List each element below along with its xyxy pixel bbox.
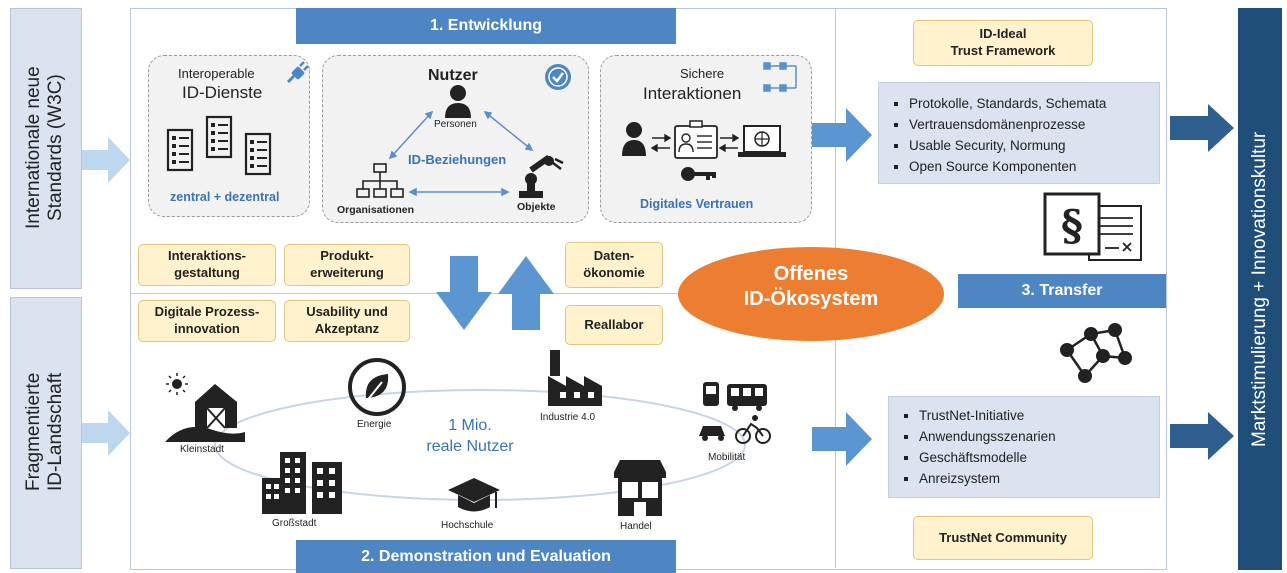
organization-chart-icon: [356, 163, 404, 198]
transfer-arrow-bottom: [812, 412, 872, 466]
right-arrow-bottom: [1170, 412, 1234, 460]
id-dienste-title: ID-Dienste: [182, 83, 263, 102]
industrie-label: Industrie 4.0: [540, 412, 596, 423]
transfer-list-top: Protokolle, Standards, Schemata Vertraue…: [878, 82, 1160, 184]
person-icon: [445, 85, 471, 118]
fragmented-label: Fragmentierte ID-Landschaft: [23, 372, 66, 492]
fragmented-box: [10, 297, 82, 569]
secure-interaction-icon: [622, 120, 786, 181]
documents-icon: [166, 115, 272, 176]
theme-produkterweiterung: Produkt- erweiterung: [284, 244, 410, 286]
grossstadt-label: Großstadt: [272, 518, 317, 529]
down-arrow: [436, 256, 492, 330]
up-arrow: [498, 256, 554, 330]
network-icon: [1060, 323, 1132, 383]
standards-box: [10, 8, 82, 289]
interaktionen-title: Interaktionen: [643, 84, 742, 103]
nutzer-box: [322, 55, 589, 223]
transfer-arrow-top: [812, 108, 872, 162]
id-ideal-box: ID-Ideal Trust Framework: [913, 20, 1093, 66]
market-label: Marktstimulierung + Innovationskultur: [1249, 131, 1271, 447]
theme-usability: Usability und Akzeptanz: [284, 300, 410, 342]
city-icon: [262, 452, 342, 514]
list-item: Usable Security, Normung: [909, 135, 1159, 156]
id-dienste-box: [148, 55, 310, 217]
relations-arrows: [388, 110, 534, 197]
ecosystem-title: Offenes ID-Ökosystem: [743, 263, 879, 310]
id-beziehungen-label: ID-Beziehungen: [408, 152, 507, 167]
list-item: Anwendungsszenarien: [919, 426, 1159, 447]
farm-icon: [165, 373, 245, 442]
process-flow-icon: [763, 62, 797, 92]
list-item: Vertrauensdomänenprozesse: [909, 114, 1159, 135]
svg-text:§: §: [1061, 201, 1083, 250]
trustnet-community-box: TrustNet Community: [913, 516, 1093, 560]
list-item: Protokolle, Standards, Schemata: [909, 93, 1159, 114]
right-arrow-top: [1170, 104, 1234, 152]
graduation-cap-icon: [448, 478, 500, 512]
interaktionen-subtitle: Digitales Vertrauen: [640, 197, 754, 211]
handel-label: Handel: [620, 521, 652, 532]
transfer-header: 3. Transfer: [958, 274, 1166, 308]
left-arrow-top: [82, 137, 130, 183]
left-arrow-bottom: [82, 410, 130, 456]
list-item: Open Source Komponenten: [909, 156, 1159, 177]
theme-interaktionsgestaltung: Interaktions- gestaltung: [138, 244, 276, 286]
market-bar: [1238, 8, 1282, 570]
hochschule-label: Hochschule: [441, 520, 494, 531]
kleinstadt-label: Kleinstadt: [180, 444, 224, 455]
theme-reallabor: Reallabor: [565, 305, 663, 345]
mobilitaet-label: Mobilität: [708, 452, 746, 463]
legal-document-icon: §: [1043, 192, 1142, 261]
robot-arm-icon: [519, 155, 564, 198]
plug-icon: [286, 61, 309, 84]
transfer-list-bottom: TrustNet-Initiative Anwendungsszenarien …: [888, 396, 1160, 498]
development-header: 1. Entwicklung: [296, 8, 676, 44]
shop-icon: [614, 460, 666, 516]
personen-label: Personen: [434, 119, 477, 130]
theme-prozessinnovation: Digitale Prozess- innovation: [138, 300, 276, 342]
list-item: Anreizsystem: [919, 468, 1159, 489]
energie-label: Energie: [357, 419, 392, 430]
standards-label: Internationale neue Standards (W3C): [23, 66, 66, 229]
mobility-icon: [699, 382, 771, 444]
id-dienste-subtitle: zentral + dezentral: [170, 190, 280, 204]
id-dienste-small-title: Interoperable: [178, 66, 255, 81]
interaktionen-small-title: Sichere: [680, 66, 725, 81]
demo-center-label: 1 Mio. reale Nutzer: [426, 417, 514, 455]
nutzer-title: Nutzer: [428, 67, 478, 84]
organisationen-label: Organisationen: [337, 204, 415, 216]
list-item: Geschäftsmodelle: [919, 447, 1159, 468]
ecosystem-ellipse: [678, 247, 944, 341]
theme-datenoekonomie: Daten- ökonomie: [565, 242, 663, 288]
objekte-label: Objekte: [517, 201, 556, 213]
demo-header: 2. Demonstration und Evaluation: [296, 540, 676, 573]
factory-icon: [548, 350, 602, 406]
list-item: TrustNet-Initiative: [919, 405, 1159, 426]
energy-leaf-icon: [348, 358, 406, 416]
checkmark-badge-icon: [545, 64, 571, 90]
